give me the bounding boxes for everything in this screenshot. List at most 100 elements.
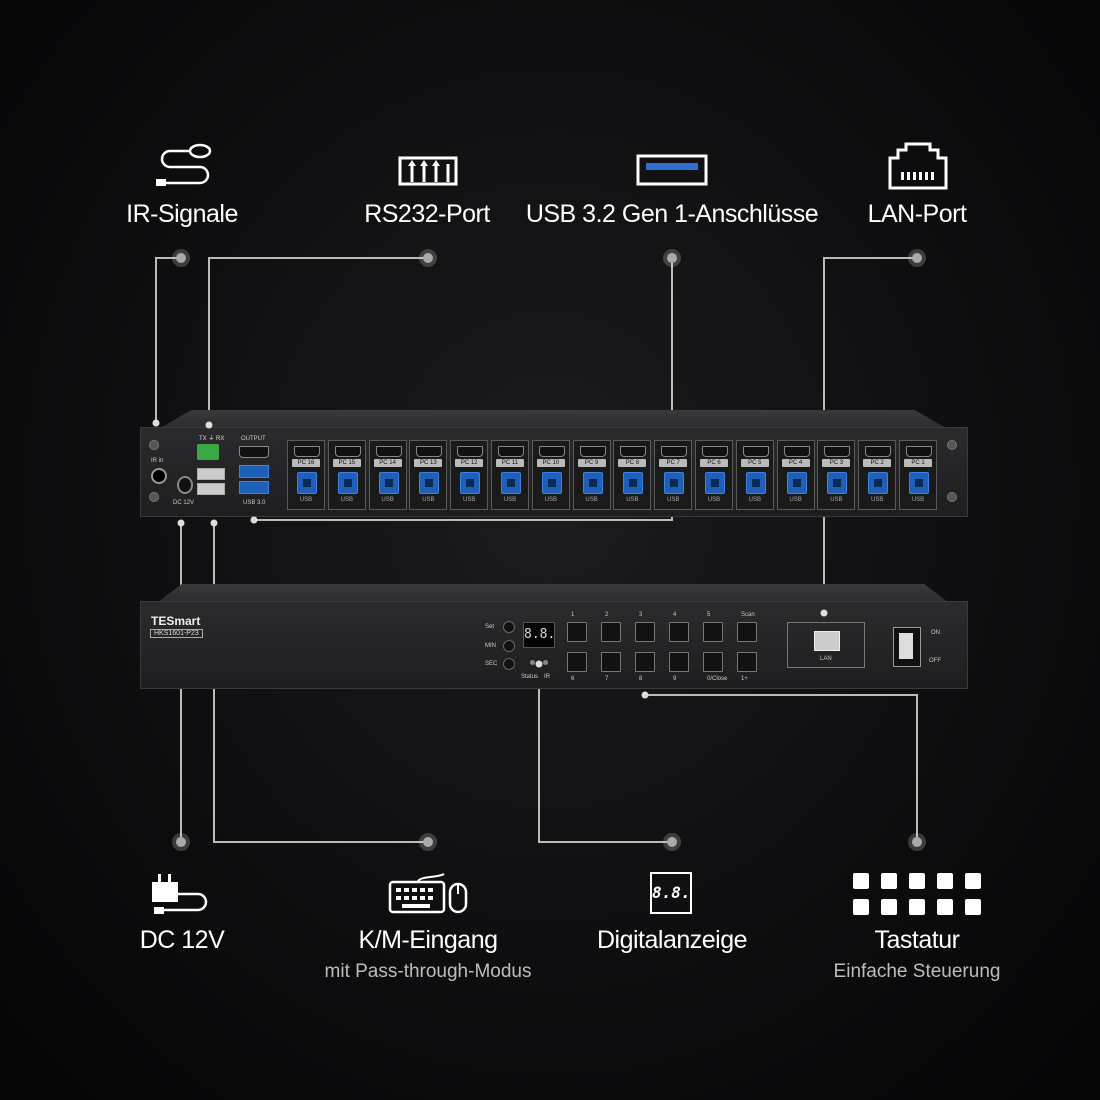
keypad-button[interactable]	[703, 622, 723, 642]
hdmi-input-port[interactable]	[824, 446, 851, 457]
keypad-icon-key	[881, 899, 897, 915]
pc-port-label: PC 5	[740, 459, 769, 467]
feature-keypad-label: Tastatur	[874, 926, 960, 954]
feature-ir-label: IR-Signale	[126, 200, 238, 228]
usb-port-label: USB	[463, 497, 476, 503]
usb-b-port[interactable]	[419, 472, 440, 494]
usb-b-port[interactable]	[297, 472, 317, 494]
hdmi-input-port[interactable]	[579, 446, 606, 457]
ir-cable-icon	[156, 143, 212, 186]
hdmi-input-port[interactable]	[661, 446, 688, 457]
usb-b-port[interactable]	[705, 472, 725, 494]
usb-b-port[interactable]	[623, 472, 644, 494]
keypad-icon-key	[909, 873, 925, 889]
hdmi-input-port[interactable]	[742, 446, 769, 457]
feature-lan-label: LAN-Port	[867, 200, 967, 228]
usb-b-port[interactable]	[786, 472, 807, 494]
usb-b-port[interactable]	[582, 472, 603, 494]
usb-b-port[interactable]	[378, 472, 399, 494]
keypad-button-label: 2	[605, 612, 609, 618]
hdmi-input-port[interactable]	[375, 446, 402, 457]
hdmi-input-port[interactable]	[538, 446, 565, 457]
keypad-button[interactable]	[601, 622, 621, 642]
hdmi-input-port[interactable]	[865, 446, 892, 457]
usb-b-port[interactable]	[664, 472, 685, 494]
min-label: MIN	[485, 643, 496, 649]
usb-port-label: USB	[789, 497, 802, 503]
output-label: OUTPUT	[241, 436, 266, 442]
keypad-button-label: 1	[571, 612, 575, 618]
rs232-terminal[interactable]	[197, 444, 219, 460]
rs232-label: TX ⏚ RX	[199, 436, 225, 442]
hdmi-input-port[interactable]	[906, 446, 932, 457]
hdmi-input-port[interactable]	[620, 446, 647, 457]
ir-jack[interactable]	[151, 468, 167, 484]
callout-dot-lan	[912, 253, 922, 263]
keypad-button[interactable]	[669, 652, 689, 672]
rear-device-top	[160, 410, 946, 428]
pc-port-label: PC 9	[577, 459, 606, 467]
usb-b-port[interactable]	[501, 472, 521, 494]
keypad-button[interactable]	[669, 622, 689, 642]
output-hdmi-port[interactable]	[239, 446, 269, 458]
hdmi-input-port[interactable]	[498, 446, 524, 457]
connector-rs232	[208, 257, 428, 259]
km-usb-port[interactable]	[197, 483, 225, 495]
keypad-button[interactable]	[601, 652, 621, 672]
keypad-button[interactable]	[737, 622, 757, 642]
usb-b-port[interactable]	[541, 472, 562, 494]
usb-b-port[interactable]	[827, 472, 848, 494]
hdmi-input-port[interactable]	[416, 446, 443, 457]
front-panel: TESmart HKS1601-P23 Set MIN SEC 8.8. Sta…	[140, 601, 968, 689]
usb-b-port[interactable]	[868, 472, 889, 494]
callout-dot-ir	[176, 253, 186, 263]
usb-port-label: USB	[585, 497, 598, 503]
feature-dc-label: DC 12V	[139, 926, 225, 954]
keypad-button[interactable]	[703, 652, 723, 672]
min-button[interactable]	[503, 640, 515, 652]
sec-button[interactable]	[503, 658, 515, 670]
hdmi-input-port[interactable]	[702, 446, 728, 457]
usb-b-port[interactable]	[337, 472, 358, 494]
keypad-button[interactable]	[567, 652, 587, 672]
usb-port-label: USB	[748, 497, 761, 503]
usb-port-label: USB	[299, 497, 313, 503]
usb-port-label: USB	[626, 497, 639, 503]
usb-b-port[interactable]	[460, 472, 481, 494]
hdmi-input-port[interactable]	[457, 446, 484, 457]
anchor-dot	[641, 691, 649, 699]
hdmi-input-port[interactable]	[334, 446, 361, 457]
lan-jack[interactable]	[814, 631, 840, 651]
usb3-port[interactable]	[239, 465, 269, 478]
set-button[interactable]	[503, 621, 515, 633]
keypad-button[interactable]	[567, 622, 587, 642]
feature-rs232-label: RS232-Port	[364, 200, 490, 228]
anchor-dot	[210, 519, 218, 527]
hdmi-input-port[interactable]	[783, 446, 810, 457]
keypad-button[interactable]	[737, 652, 757, 672]
keypad-button-label: 1+	[741, 676, 748, 682]
usb3-port[interactable]	[239, 481, 269, 494]
power-switch[interactable]	[893, 627, 921, 667]
km-usb-port[interactable]	[197, 468, 225, 480]
off-label: OFF	[929, 658, 941, 664]
connector-ir-vertical	[155, 257, 157, 423]
dc-jack[interactable]	[177, 476, 193, 494]
status-label: Status	[521, 674, 539, 680]
usb-port-label: USB	[422, 497, 435, 503]
pc-port-label: PC 15	[332, 459, 361, 467]
keypad-button-label: 9	[673, 676, 677, 682]
keypad-button[interactable]	[635, 652, 655, 672]
hdmi-input-port[interactable]	[294, 446, 320, 457]
callout-dot-display	[667, 837, 677, 847]
pc-port-label: PC 8	[618, 459, 647, 467]
pc-port-label: PC 12	[455, 459, 484, 467]
keypad-icon-key	[853, 899, 869, 915]
usb-b-port[interactable]	[909, 472, 929, 494]
sec-label: SEC	[485, 661, 498, 667]
keypad-button[interactable]	[635, 622, 655, 642]
usb-b-port[interactable]	[745, 472, 766, 494]
